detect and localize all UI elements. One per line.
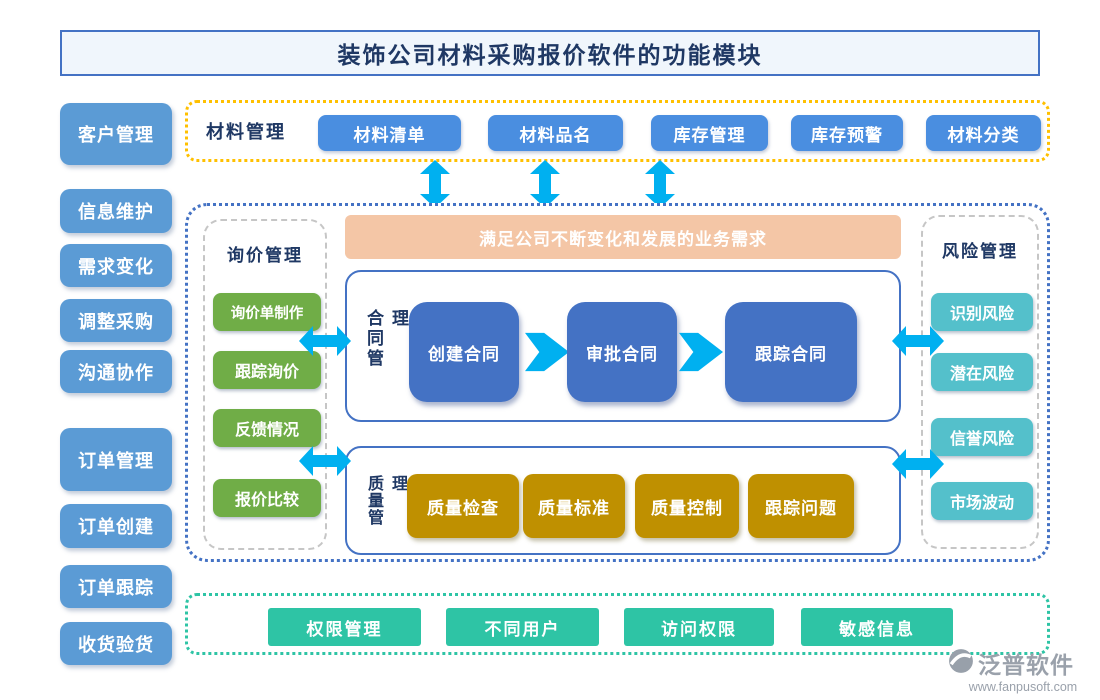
- inventory-management-button[interactable]: 库存管理: [651, 115, 768, 151]
- create-contract-node[interactable]: 创建合同: [409, 302, 519, 402]
- page-title: 装饰公司材料采购报价软件的功能模块: [60, 30, 1040, 76]
- feedback-status-button[interactable]: 反馈情况: [213, 409, 321, 447]
- double-arrow-horizontal-icon: [299, 326, 351, 356]
- brand-name: 泛普软件: [978, 652, 1074, 678]
- sidebar-item-receiving-inspection[interactable]: 收货验货: [60, 622, 172, 665]
- flow-arrow-icon: [525, 332, 569, 372]
- flow-arrow-icon: [679, 332, 723, 372]
- inventory-warning-button[interactable]: 库存预警: [791, 115, 903, 151]
- double-arrow-vertical-icon: [530, 160, 560, 208]
- sidebar-item-demand-change[interactable]: 需求变化: [60, 244, 172, 287]
- quote-comparison-button[interactable]: 报价比较: [213, 479, 321, 517]
- inquiry-section-label: 询价管理: [227, 246, 303, 265]
- access-permission-button[interactable]: 访问权限: [624, 608, 774, 646]
- fanpu-logo-icon: [948, 648, 974, 679]
- permission-management-button[interactable]: 权限管理: [268, 608, 421, 646]
- inquiry-sheet-creation-button[interactable]: 询价单制作: [213, 293, 321, 331]
- permission-section: 权限管理 不同用户 访问权限 敏感信息: [185, 593, 1050, 655]
- quality-section-label: 质量管理: [365, 474, 406, 526]
- sidebar-item-adjust-procurement[interactable]: 调整采购: [60, 299, 172, 342]
- issue-tracking-button[interactable]: 跟踪问题: [748, 474, 854, 538]
- contract-section-label: 合同管理: [364, 309, 408, 369]
- business-needs-banner: 满足公司不断变化和发展的业务需求: [345, 215, 901, 259]
- quality-inspection-button[interactable]: 质量检查: [407, 474, 519, 538]
- market-fluctuation-button[interactable]: 市场波动: [931, 482, 1033, 520]
- double-arrow-horizontal-icon: [892, 326, 944, 356]
- sidebar-item-customer-management[interactable]: 客户管理: [60, 103, 172, 165]
- sidebar-item-order-creation[interactable]: 订单创建: [60, 504, 172, 548]
- risk-section-label: 风险管理: [942, 242, 1018, 261]
- sidebar-item-info-maintenance[interactable]: 信息维护: [60, 189, 172, 233]
- sidebar-item-communication-collaboration[interactable]: 沟通协作: [60, 350, 172, 393]
- brand-url: www.fanpusoft.com: [968, 680, 1078, 694]
- sidebar-item-order-management[interactable]: 订单管理: [60, 428, 172, 491]
- material-section-label: 材料管理: [206, 122, 286, 142]
- contract-management-group: 合同管理 创建合同 审批合同 跟踪合同: [345, 270, 901, 422]
- double-arrow-horizontal-icon: [299, 446, 351, 476]
- inquiry-management-group: 询价管理 询价单制作 跟踪询价 反馈情况 报价比较: [203, 219, 327, 550]
- material-category-button[interactable]: 材料分类: [926, 115, 1041, 151]
- reputation-risk-button[interactable]: 信誉风险: [931, 418, 1033, 456]
- double-arrow-vertical-icon: [645, 160, 675, 208]
- sidebar-item-order-tracking[interactable]: 订单跟踪: [60, 565, 172, 608]
- quality-management-group: 质量管理 质量检查 质量标准 质量控制 跟踪问题: [345, 446, 901, 555]
- inquiry-tracking-button[interactable]: 跟踪询价: [213, 351, 321, 389]
- approve-contract-node[interactable]: 审批合同: [567, 302, 677, 402]
- double-arrow-horizontal-icon: [892, 449, 944, 479]
- potential-risk-button[interactable]: 潜在风险: [931, 353, 1033, 391]
- material-name-button[interactable]: 材料品名: [488, 115, 623, 151]
- fanpu-watermark: 泛普软件 www.fanpusoft.com: [948, 646, 1098, 694]
- double-arrow-vertical-icon: [420, 160, 450, 208]
- sensitive-info-button[interactable]: 敏感信息: [801, 608, 953, 646]
- material-management-section: 材料管理 材料清单 材料品名 库存管理 库存预警 材料分类: [185, 100, 1050, 162]
- core-section: 询价管理 询价单制作 跟踪询价 反馈情况 报价比较 满足公司不断变化和发展的业务…: [185, 203, 1050, 562]
- track-contract-node[interactable]: 跟踪合同: [725, 302, 857, 402]
- material-list-button[interactable]: 材料清单: [318, 115, 461, 151]
- risk-management-group: 风险管理 识别风险 潜在风险 信誉风险 市场波动: [921, 215, 1039, 549]
- risk-identification-button[interactable]: 识别风险: [931, 293, 1033, 331]
- different-users-button[interactable]: 不同用户: [446, 608, 599, 646]
- quality-standard-button[interactable]: 质量标准: [523, 474, 625, 538]
- quality-control-button[interactable]: 质量控制: [635, 474, 739, 538]
